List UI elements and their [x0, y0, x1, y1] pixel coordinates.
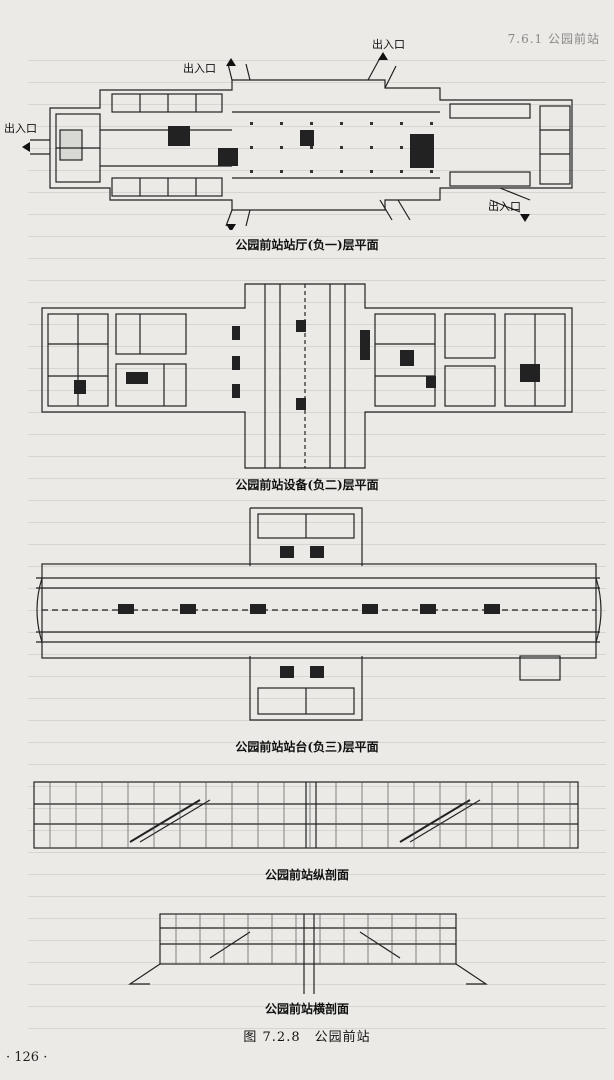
- column-mark: [400, 122, 403, 125]
- background-text-line: [28, 940, 606, 941]
- cross-section: [128, 913, 488, 994]
- column-mark: [250, 122, 253, 125]
- equipment-level-plan: [41, 283, 573, 469]
- entrance-label: 出入口: [372, 37, 405, 51]
- column-mark: [340, 122, 343, 125]
- background-text-line: [28, 104, 606, 105]
- column-mark: [310, 170, 313, 173]
- background-text-line: [28, 896, 606, 897]
- background-text-line: [28, 302, 606, 303]
- background-text-line: [28, 984, 606, 985]
- background-text-line: [28, 324, 606, 325]
- background-text-line: [28, 60, 606, 61]
- background-text-line: [28, 698, 606, 699]
- background-text-line: [28, 456, 606, 457]
- figure-caption: 图 7.2.8 公园前站: [243, 1030, 371, 1045]
- column-mark: [370, 122, 373, 125]
- background-text-line: [28, 852, 606, 853]
- entrance-label: 出入口: [488, 199, 521, 213]
- column-mark: [370, 170, 373, 173]
- column-mark: [250, 146, 253, 149]
- background-text-line: [28, 1028, 606, 1029]
- background-text-line: [28, 808, 606, 809]
- background-text-line: [28, 654, 606, 655]
- background-text-line: [28, 412, 606, 413]
- plan-caption-platform: 公园前站站台(负三)层平面: [235, 740, 379, 754]
- column-mark: [310, 122, 313, 125]
- background-text-line: [28, 1006, 606, 1007]
- background-text-line: [28, 170, 606, 171]
- column-mark: [250, 170, 253, 173]
- column-mark: [400, 146, 403, 149]
- background-text-line: [28, 346, 606, 347]
- background-text-line: [28, 192, 606, 193]
- platform-level-plan: [36, 507, 602, 721]
- column-mark: [430, 122, 433, 125]
- background-text-line: [28, 280, 606, 281]
- background-text-line: [28, 566, 606, 567]
- background-text-line: [28, 368, 606, 369]
- background-text-line: [28, 764, 606, 765]
- background-text-line: [28, 82, 606, 83]
- background-text-line: [28, 742, 606, 743]
- column-mark: [340, 170, 343, 173]
- background-text-line: [28, 962, 606, 963]
- background-text-line: [28, 874, 606, 875]
- page-number: · 126 ·: [6, 1050, 48, 1065]
- column-mark: [310, 146, 313, 149]
- background-text-line: [28, 148, 606, 149]
- column-mark: [280, 122, 283, 125]
- column-mark: [430, 170, 433, 173]
- background-text-line: [28, 258, 606, 259]
- background-text-line: [28, 126, 606, 127]
- column-mark: [280, 146, 283, 149]
- background-text-line: [28, 500, 606, 501]
- background-text-line: [28, 522, 606, 523]
- background-text-line: [28, 214, 606, 215]
- entrance-label: 出入口: [183, 61, 216, 75]
- background-text-line: [28, 786, 606, 787]
- background-text-line: [28, 434, 606, 435]
- section-caption-cross: 公园前站横剖面: [264, 1002, 349, 1016]
- background-text-line: [28, 544, 606, 545]
- section-caption-longitudinal: 公园前站纵剖面: [264, 868, 349, 882]
- column-mark: [340, 146, 343, 149]
- background-text-line: [28, 830, 606, 831]
- plan-caption-concourse: 公园前站站厅(负一)层平面: [235, 238, 379, 252]
- longitudinal-section: [33, 781, 579, 849]
- background-text-line: [28, 390, 606, 391]
- background-text-line: [28, 236, 606, 237]
- plan-caption-equipment: 公园前站设备(负二)层平面: [235, 478, 379, 492]
- running-header: 7.6.1 公园前站: [507, 32, 600, 46]
- entrance-label: 出入口: [4, 121, 37, 135]
- column-mark: [280, 170, 283, 173]
- background-text-line: [28, 478, 606, 479]
- concourse-level-plan: 出入口 出入口 出入口 出入口: [4, 37, 573, 230]
- column-mark: [370, 146, 373, 149]
- background-text-line: [28, 918, 606, 919]
- column-mark: [400, 170, 403, 173]
